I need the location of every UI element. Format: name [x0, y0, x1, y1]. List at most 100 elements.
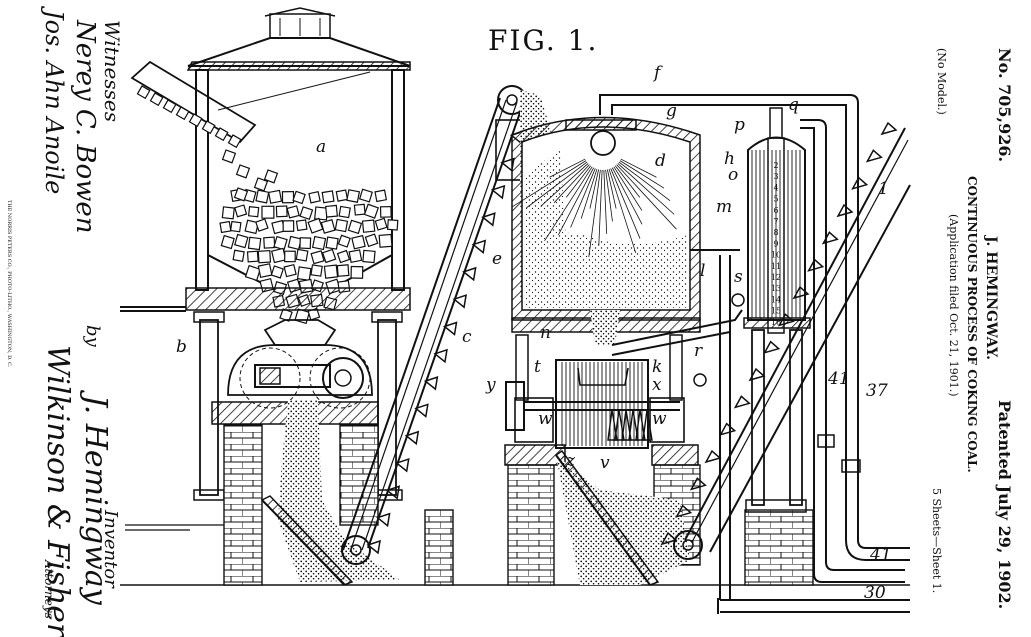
elevator-bucket	[385, 485, 401, 500]
spray-line	[618, 161, 671, 201]
brick-pier	[339, 424, 379, 526]
patent-date: Patented July 29, 1902.	[995, 400, 1014, 610]
coal-lump	[188, 113, 203, 128]
coal-bin	[120, 7, 411, 501]
conveyor-bucket	[792, 285, 810, 300]
inventor-signature: J. Hemingway	[78, 395, 113, 605]
coal-lump	[247, 236, 262, 251]
retort-blade	[635, 409, 646, 441]
coal-lump	[295, 219, 308, 232]
elevator-bucket	[462, 266, 477, 282]
gauge-number: 7	[773, 217, 778, 226]
coal-lump	[335, 189, 349, 202]
coal-lump	[270, 265, 285, 279]
coal-lump	[247, 206, 260, 218]
coal-lump	[284, 250, 296, 263]
elevator-bucket	[442, 321, 458, 336]
coal-lump	[232, 249, 245, 262]
conveyor-bucket	[660, 531, 678, 546]
ground-hatch	[125, 524, 225, 531]
coal-lump	[374, 217, 388, 231]
coal-lump	[292, 190, 306, 205]
coal-lump	[351, 234, 366, 250]
ref-a: a	[316, 137, 326, 157]
elevator-bucket	[452, 294, 468, 309]
coal-lump	[281, 191, 295, 204]
coal-lump	[253, 177, 269, 192]
coal-lump	[219, 220, 232, 234]
attorneys-signature: Wilkinson & Fisher	[40, 345, 75, 637]
elevator-bucket	[471, 239, 487, 254]
coal-lump	[201, 120, 216, 135]
retort-blade	[628, 409, 639, 441]
gauge-number: 6	[773, 206, 778, 215]
coal-lump	[244, 219, 260, 235]
ref-n: n	[540, 323, 551, 343]
coal-lump	[255, 189, 270, 204]
conveyor-bucket	[880, 121, 898, 136]
coal-lump	[275, 205, 288, 218]
conveyor-bucket	[836, 203, 854, 218]
ref-30: 30	[864, 583, 886, 603]
patent-title: CONTINUOUS PROCESS OF COKING COAL.	[965, 176, 979, 473]
gauge-number: 12	[771, 273, 781, 282]
gauge-number: 4	[773, 183, 778, 192]
elevator-bucket	[366, 539, 381, 555]
spray-line	[511, 160, 587, 208]
coal-lump	[308, 190, 321, 204]
spray-line	[570, 168, 596, 228]
ref-41b: 41	[869, 545, 892, 565]
coal-lump	[261, 205, 275, 219]
conveyor-bucket	[821, 231, 839, 245]
gauge-tower: 2345678910111213141516	[743, 107, 811, 513]
spray-line	[565, 165, 592, 198]
coal-lump	[337, 234, 351, 248]
coal-lump	[299, 237, 312, 250]
ref-h: h	[724, 149, 735, 169]
attorneys-label: Attorneys	[42, 560, 56, 619]
coal-lump	[338, 205, 351, 219]
spray-line	[557, 167, 595, 236]
coal-lump	[362, 249, 376, 264]
retort-blade	[621, 409, 632, 441]
spray-line	[526, 161, 588, 209]
ref-37: 37	[866, 381, 888, 401]
ref-b: b	[176, 337, 187, 357]
by-label: by	[82, 325, 103, 347]
ref-s: s	[734, 267, 743, 287]
coke-conveyor	[660, 121, 911, 560]
conveyor-bucket	[704, 449, 722, 464]
coal-lump	[311, 235, 327, 251]
coal-lump	[299, 206, 314, 221]
brick-pier	[223, 424, 263, 586]
conveyor-bucket	[865, 149, 883, 163]
ref-m: m	[716, 197, 732, 217]
spray-line	[589, 169, 600, 209]
gauge-number: 3	[773, 172, 778, 181]
bucket-elevator	[341, 85, 537, 565]
coal-lump	[286, 205, 300, 219]
coal-lump	[175, 106, 190, 121]
conveyor-bucket	[675, 504, 693, 518]
printer-line: THE NORRIS PETERS CO., PHOTO-LITHO., WAS…	[6, 200, 12, 368]
coal-lump	[386, 219, 399, 231]
coal-lump	[296, 266, 312, 281]
gauge-number: 8	[773, 228, 778, 237]
coal-lump	[227, 134, 242, 149]
ref-c: c	[462, 327, 472, 347]
coal-lump	[336, 249, 351, 264]
ref-w1: w	[538, 409, 553, 429]
coal-lump	[336, 264, 350, 277]
elevator-bucket	[423, 376, 439, 391]
coal-lump	[267, 189, 283, 204]
ref-o: o	[728, 165, 738, 185]
coal-lump	[282, 220, 295, 232]
coal-lump	[244, 264, 261, 282]
coal-lump	[353, 203, 366, 216]
coal-lump	[321, 248, 337, 264]
elevator-bucket	[376, 512, 391, 528]
coal-lump	[283, 263, 297, 278]
spray-line	[617, 163, 675, 215]
brick-pier	[424, 509, 454, 586]
coal-lump	[287, 235, 302, 251]
